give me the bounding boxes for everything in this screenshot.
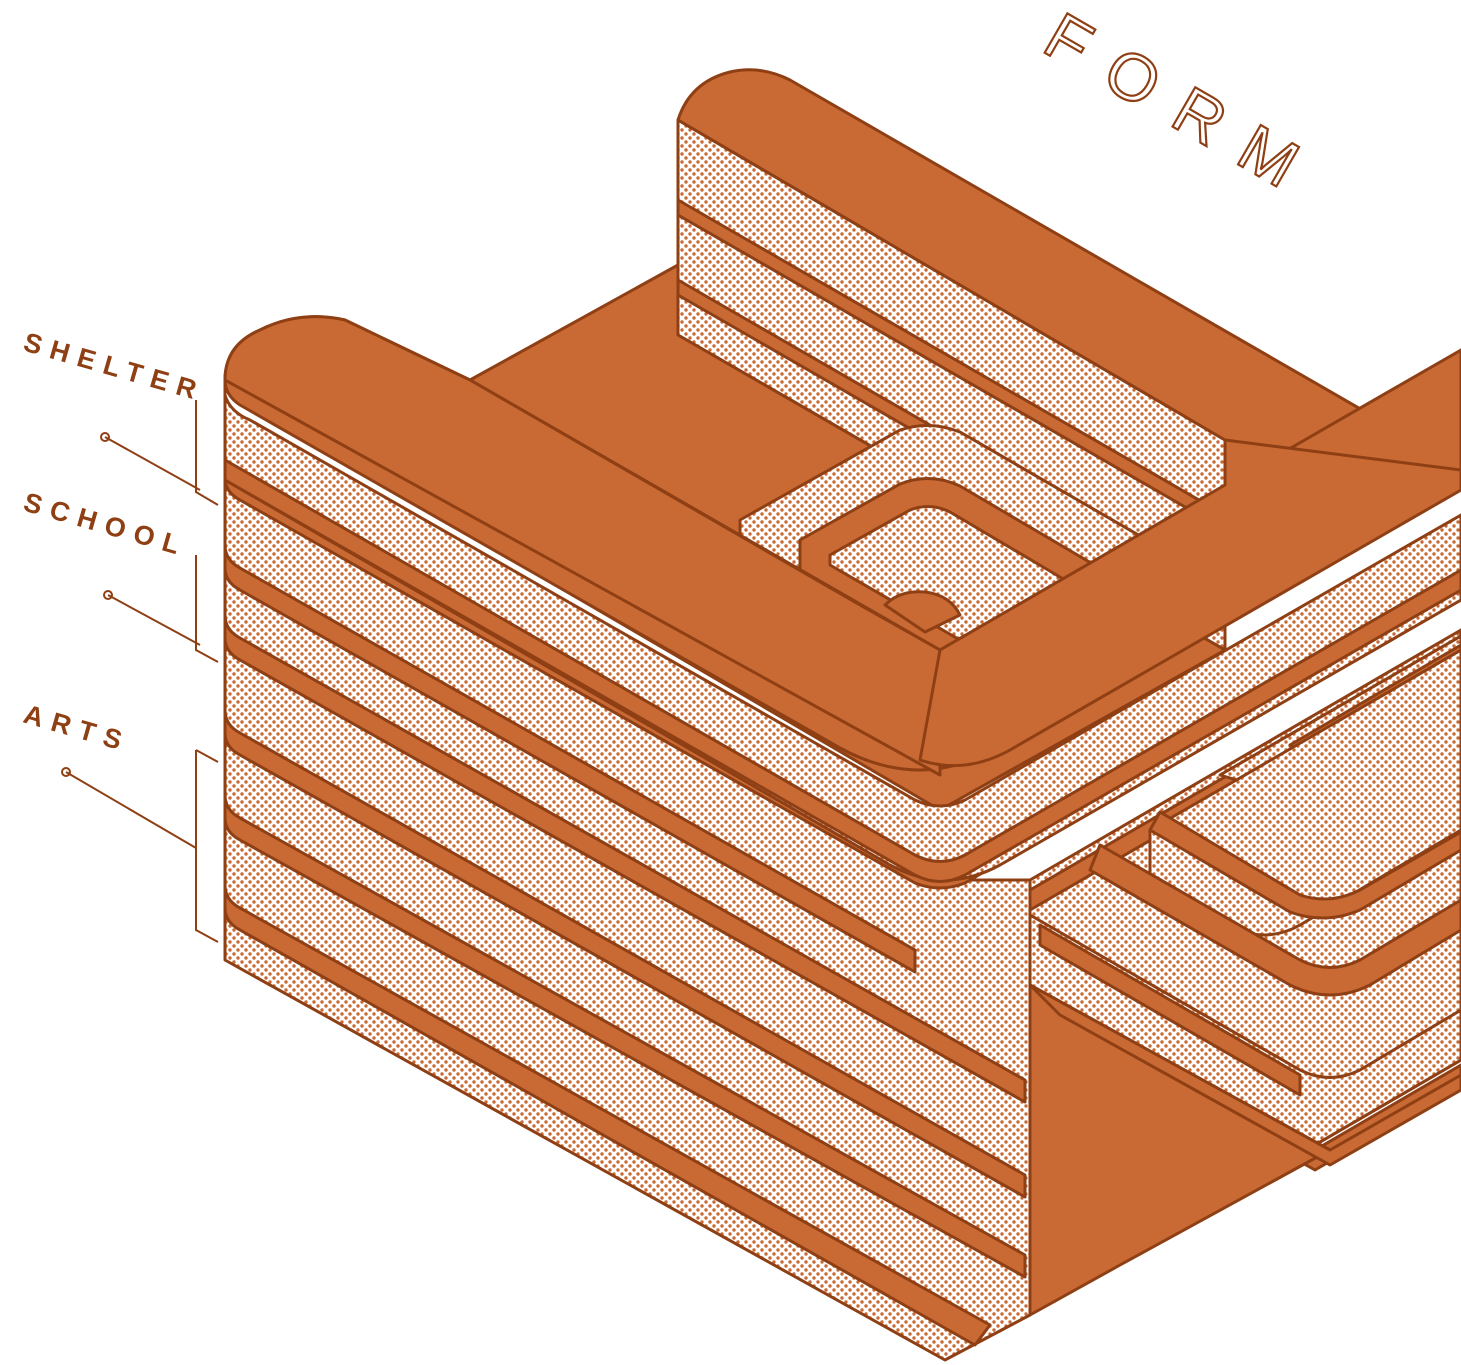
label-arts-text: ARTS <box>20 699 134 758</box>
label-arts-leader <box>65 771 197 849</box>
label-shelter-marker <box>100 432 110 442</box>
label-shelter: SHELTER <box>20 327 219 506</box>
label-arts-bracket-top <box>195 749 219 763</box>
label-shelter-leader <box>104 436 201 491</box>
right-stack <box>1028 628 1461 1172</box>
label-school: SCHOOL <box>20 487 219 663</box>
label-school-text: SCHOOL <box>20 487 191 563</box>
main-mass <box>223 315 1461 1362</box>
label-school-bracket <box>195 555 219 663</box>
form-title: FORM <box>1033 0 1335 215</box>
title-group: FORM <box>1032 0 1336 216</box>
label-arts-marker <box>61 767 71 777</box>
label-school-leader <box>107 594 201 646</box>
label-arts-bracket <box>195 750 219 943</box>
label-shelter-text: SHELTER <box>20 327 208 407</box>
label-shelter-bracket <box>195 400 219 506</box>
label-school-marker <box>103 590 113 600</box>
label-arts: ARTS <box>20 699 219 943</box>
